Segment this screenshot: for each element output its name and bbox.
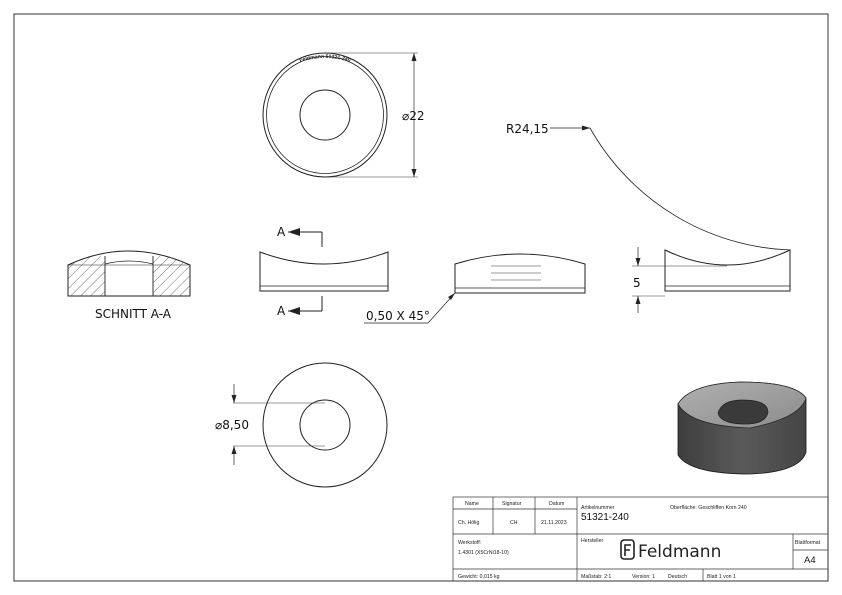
radius-label: R24,15 bbox=[506, 122, 549, 136]
tb-article-label: Artikelnummer bbox=[581, 505, 615, 511]
tb-scale: Maßstab: 2:1 bbox=[581, 574, 611, 580]
tb-sheet-format-label: Blattformat bbox=[795, 540, 821, 546]
inner-diameter-label: ⌀8,50 bbox=[215, 418, 249, 432]
title-block-text: Name Signatur Datum Ch. Hölig CH 21.11.2… bbox=[458, 501, 821, 580]
tb-manufacturer-label: Hersteller bbox=[581, 538, 603, 544]
tb-sheet: Blatt 1 von 1 bbox=[707, 574, 736, 580]
tb-surface: Oberfläche: Geschliffen Korn 240 bbox=[670, 505, 747, 511]
tb-material-value: 1.4301 (X5CrNi18-10) bbox=[458, 550, 509, 556]
section-marker-top: A bbox=[277, 225, 286, 239]
drawing-frame bbox=[13, 13, 829, 582]
radius-dimension: R24,15 bbox=[506, 122, 791, 251]
height-label: 5 bbox=[633, 276, 641, 290]
tb-weight: Gewicht: 0,015 kg bbox=[458, 574, 500, 580]
chamfer-label: 0,50 X 45° bbox=[366, 309, 430, 323]
side-view: 0,50 X 45° bbox=[364, 253, 586, 324]
tb-sheet-format: A4 bbox=[804, 555, 816, 566]
tb-version: Version: 1 bbox=[632, 574, 655, 580]
front-view: A A bbox=[259, 225, 389, 318]
tb-header-name: Name bbox=[465, 501, 479, 507]
tb-header-date: Datum bbox=[549, 501, 564, 507]
tb-language: Deutsch bbox=[668, 574, 687, 580]
tb-drafter-date: 21.11.2023 bbox=[541, 520, 567, 526]
outer-diameter-label: ⌀22 bbox=[402, 109, 425, 123]
engraving-text: Feldmann 51321-240 bbox=[299, 54, 351, 64]
tb-material-label: Werkstoff: bbox=[458, 540, 481, 546]
bottom-view: ⌀8,50 bbox=[215, 362, 388, 488]
section-view: SCHNITT A-A bbox=[67, 250, 191, 321]
right-view: 5 bbox=[632, 247, 791, 313]
title-block bbox=[452, 496, 829, 582]
tb-header-signature: Signatur bbox=[502, 501, 522, 507]
section-marker-bottom: A bbox=[277, 304, 286, 318]
feldmann-logo-icon bbox=[620, 539, 635, 560]
top-view: Feldmann 51321-240 ⌀22 bbox=[262, 52, 425, 178]
tb-drafter-name: Ch. Hölig bbox=[458, 520, 479, 526]
tb-article-number: 51321-240 bbox=[581, 512, 629, 523]
tb-drafter-signature: CH bbox=[510, 520, 518, 526]
section-label: SCHNITT A-A bbox=[95, 307, 172, 321]
tb-brand: Feldmann bbox=[638, 542, 721, 562]
isometric-render bbox=[677, 381, 807, 475]
